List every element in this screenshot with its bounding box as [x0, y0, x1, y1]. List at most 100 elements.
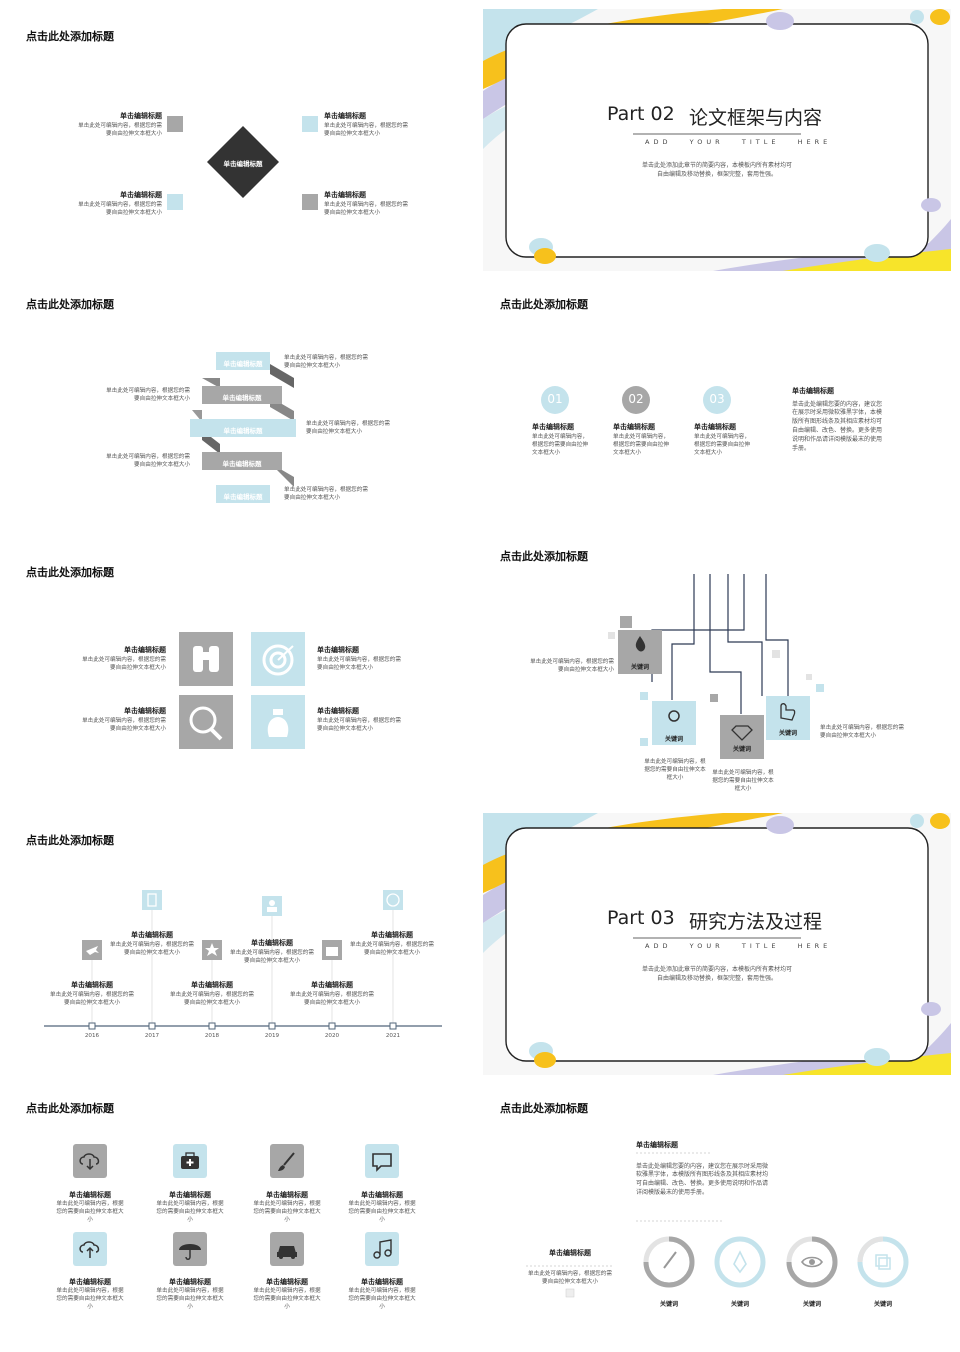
item-body: 单击此处可编辑内容，根据 — [56, 1201, 124, 1207]
item-body: 要自由拉伸文本框大小 — [324, 131, 380, 137]
slide-ribbons: 点击此处添加标题 单击编辑标题 单击编辑标题 单击编辑标题 单击编辑标题 单击编… — [16, 278, 484, 540]
top-body: 详阅模版最末的使用手册。 — [636, 1189, 709, 1196]
keyword-label: 关键词 — [730, 1301, 749, 1308]
keyword-label: 关键词 — [664, 736, 683, 743]
item-body: 单击此处可编辑内容，根据您的需 — [350, 942, 434, 948]
item-body: 要自由拉伸文本框大小 — [106, 131, 162, 137]
item-body: 要自由拉伸文本框大小 — [106, 210, 162, 216]
item-body: 要自由拉伸文本框大小 — [364, 950, 420, 956]
note: 单击此处可编辑内容，根据您的需 — [106, 388, 190, 394]
item-body: 单击此处可编辑内容，根据您的需 — [230, 950, 314, 956]
note: 单击此处可编辑内容，根据您的需 — [284, 355, 368, 361]
item-body: 小 — [284, 1304, 290, 1310]
top-title: 单击编辑标题 — [636, 1141, 678, 1149]
slide-icon-grid: 点击此处添加标题 单击编辑标题 单击此处可编辑内容，根据您的需 要自由拉伸文本框… — [16, 546, 484, 808]
item-body: 单击此处可编辑内容，根据您的需 — [317, 657, 401, 663]
item-body: 根据您的需要自由拉伸 — [613, 442, 669, 448]
item-title: 单击编辑标题 — [361, 1278, 403, 1286]
number-badge: 03 — [709, 392, 725, 406]
icon-tile — [365, 1232, 399, 1266]
chat-icon — [372, 1153, 392, 1172]
item-title: 单击编辑标题 — [124, 707, 166, 715]
item-title: 单击编辑标题 — [169, 1278, 211, 1286]
year-label: 2021 — [385, 1033, 401, 1039]
cover-desc: 自由编辑及移动替换，框架完整，套用性强。 — [656, 975, 777, 982]
item-body: 小 — [284, 1217, 290, 1223]
note: 单击此处可编辑内容，根据您的需 — [306, 421, 390, 427]
item-title: 单击编辑标题 — [371, 931, 413, 939]
top-body: 可自由编辑、改色、替换。更多使用说明和作品请 — [636, 1180, 769, 1187]
document-icon — [147, 893, 157, 907]
timeline-axis — [44, 910, 442, 1030]
side-body: 版所有图形线条及其相应素材均可 — [792, 418, 883, 425]
target-icon — [262, 644, 294, 676]
item-body: 单击此处可编辑内容，根据您的需 — [324, 123, 408, 129]
item-body: 单击此处可编辑内容，根据 — [348, 1288, 416, 1294]
slide-title: 点击此处添加标题 — [500, 298, 588, 311]
item-title: 单击编辑标题 — [266, 1278, 308, 1286]
item-body: 单击此处可编辑内容，根据您的需 — [82, 718, 166, 724]
item-body: 要自由拉伸文本框大小 — [317, 726, 373, 732]
diamond-icon — [731, 725, 753, 741]
item-title: 单击编辑标题 — [251, 939, 293, 947]
square-gray-2 — [302, 194, 318, 210]
square-blue-2 — [167, 194, 183, 210]
slide-title: 点击此处添加标题 — [26, 566, 114, 579]
item-body: 根据您的需要自由拉伸 — [532, 442, 588, 448]
side-body: 自由编辑、改色、替换。更多使用 — [792, 427, 883, 434]
item-title: 单击编辑标题 — [311, 981, 353, 989]
ribbon-4 — [202, 452, 282, 470]
download-icon — [79, 1153, 100, 1171]
slide-title: 点击此处添加标题 — [26, 298, 114, 311]
item-body: 您的需要自由拉伸文本框大 — [348, 1209, 416, 1215]
binoculars-icon — [193, 646, 219, 672]
ribbon-label: 单击编辑标题 — [222, 394, 262, 402]
item-body: 小 — [379, 1304, 385, 1310]
icon-tile — [270, 1144, 304, 1178]
note: 要自由拉伸文本框大小 — [284, 495, 340, 501]
note: 框大小 — [666, 775, 684, 781]
slide-title: 点击此处添加标题 — [500, 550, 588, 563]
eye-icon — [801, 1256, 823, 1268]
icon-tile — [173, 1232, 207, 1266]
cover-title: 论文框架与内容 — [689, 107, 823, 129]
item-body: 您的需要自由拉伸文本框大 — [253, 1209, 321, 1215]
ribbon-label: 单击编辑标题 — [222, 460, 262, 468]
square-blue-1 — [302, 116, 318, 132]
slide-title: 点击此处添加标题 — [26, 834, 114, 847]
top-body: 单击此处编辑您要的内容，建议您在展示时采用微 — [636, 1163, 769, 1170]
side-title: 单击编辑标题 — [792, 387, 834, 395]
number-circles — [541, 386, 731, 414]
pen-nib-icon — [733, 1250, 747, 1274]
keyword-icons — [635, 636, 796, 741]
cover-desc: 自由编辑及移动替换，框架完整，套用性强。 — [656, 171, 777, 178]
note: 单击此处可编辑内容，根据您的需 — [106, 454, 190, 460]
keyword-label: 关键词 — [659, 1301, 678, 1308]
keyword-box-award — [652, 701, 696, 745]
year-label: 2017 — [144, 1033, 160, 1039]
square-gray-1 — [167, 116, 183, 132]
slide-timeline: 点击此处添加标题 2016 2017 2018 2019 2020 2021 单… — [16, 814, 484, 1076]
item-body: 小 — [87, 1304, 93, 1310]
note: 单击此处可编辑内容，根 — [644, 759, 706, 765]
item-body: 单击此处可编辑内容， — [613, 434, 669, 440]
plane-icon — [86, 946, 99, 955]
note: 单击此处可编辑内容，根据您的需 — [820, 725, 904, 731]
item-title: 单击编辑标题 — [120, 191, 162, 199]
item-body: 单击此处可编辑内容，根据您的需 — [110, 942, 194, 948]
item-body: 要自由拉伸文本框大小 — [244, 958, 300, 964]
item-title: 单击编辑标题 — [69, 1278, 111, 1286]
slide-title: 点击此处添加标题 — [26, 30, 114, 43]
slide-eight-icons: 点击此处添加标题 单击编辑标题 单击此处可编辑内容，根据 您的需要自由拉伸文本框… — [16, 1082, 484, 1344]
slide-diamond: 点击此处添加标题 单击编辑标题 单击编辑标题 单击此处可编辑内容，根据您的需 要… — [16, 10, 484, 272]
cover-part-label: Part 03 — [607, 907, 675, 929]
year-label: 2020 — [324, 1033, 340, 1039]
item-title: 单击编辑标题 — [71, 981, 113, 989]
year-label: 2019 — [264, 1033, 280, 1039]
item-body: 小 — [87, 1217, 93, 1223]
item-title: 单击编辑标题 — [266, 1191, 308, 1199]
item-body: 单击此处可编辑内容，根据您的需 — [317, 718, 401, 724]
first-aid-kit-icon — [181, 1152, 199, 1169]
award-icon — [668, 710, 680, 722]
item-title: 单击编辑标题 — [317, 707, 359, 715]
